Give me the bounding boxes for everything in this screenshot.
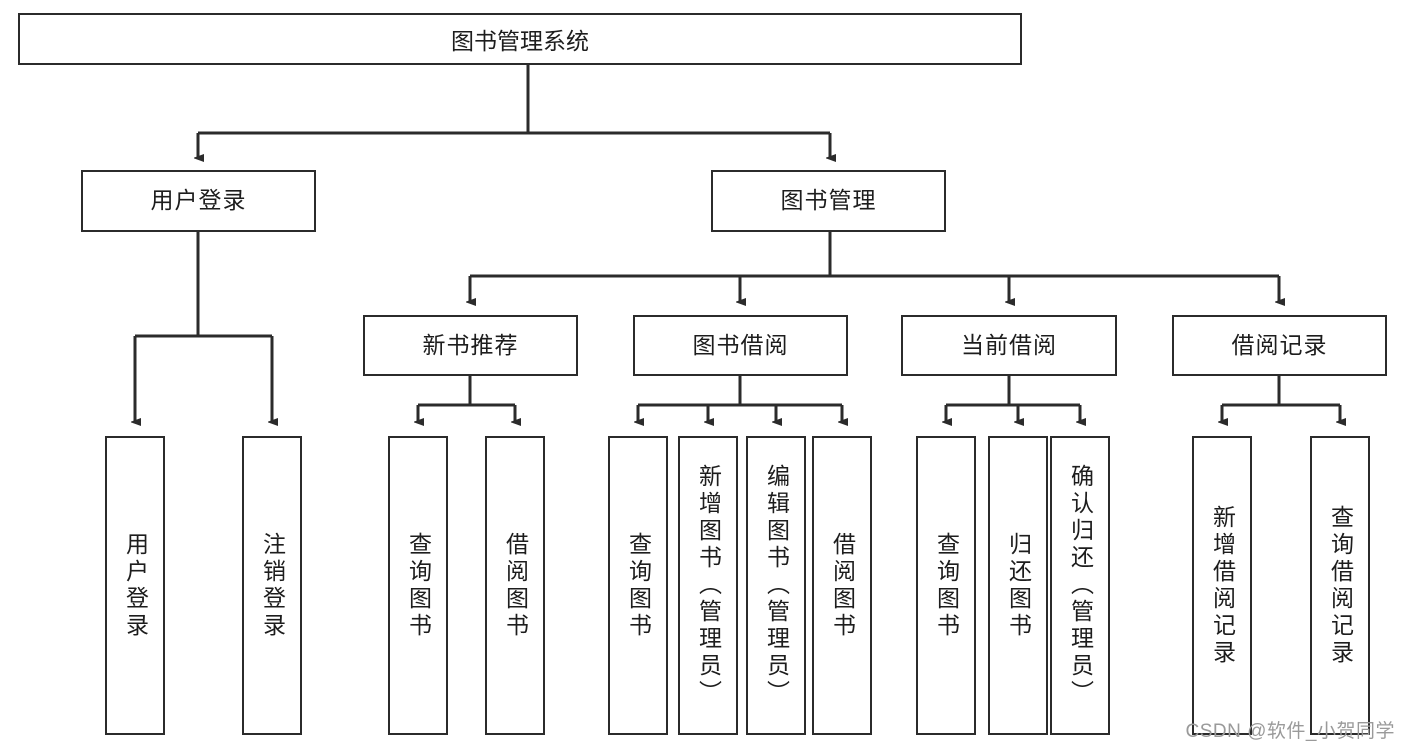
- node-label: 确认归还（管理员）: [1067, 464, 1094, 707]
- node-current-borrow[interactable]: 当前借阅: [901, 315, 1117, 376]
- node-leaf-logout-login[interactable]: 注销登录: [242, 436, 302, 735]
- node-book-management-system[interactable]: 图书管理系统: [18, 13, 1022, 65]
- node-label: 图书管理: [780, 187, 877, 214]
- node-label: 归还图书: [1005, 531, 1032, 640]
- node-label: 图书管理系统: [451, 28, 589, 54]
- node-user-login[interactable]: 用户登录: [81, 170, 316, 232]
- node-leaf-query-book-1[interactable]: 查询图书: [388, 436, 448, 735]
- node-leaf-borrow-book-2[interactable]: 借阅图书: [812, 436, 872, 735]
- node-label: 借阅记录: [1231, 331, 1328, 358]
- node-leaf-user-login[interactable]: 用户登录: [105, 436, 165, 735]
- node-leaf-query-borrow-record[interactable]: 查询借阅记录: [1310, 436, 1370, 735]
- node-label: 当前借阅: [961, 331, 1057, 358]
- node-label: 查询借阅记录: [1327, 504, 1354, 667]
- node-label: 查询图书: [933, 531, 960, 640]
- node-label: 借阅图书: [502, 531, 529, 640]
- node-leaf-add-borrow-record[interactable]: 新增借阅记录: [1192, 436, 1252, 735]
- node-label: 新增借阅记录: [1209, 504, 1236, 667]
- node-leaf-query-book-2[interactable]: 查询图书: [608, 436, 668, 735]
- node-book-borrow[interactable]: 图书借阅: [633, 315, 848, 376]
- node-label: 新书推荐: [422, 331, 519, 358]
- node-label: 查询图书: [405, 531, 432, 640]
- node-leaf-edit-book-admin[interactable]: 编辑图书（管理员）: [746, 436, 806, 735]
- node-leaf-add-book-admin[interactable]: 新增图书（管理员）: [678, 436, 738, 735]
- node-label: 新增图书（管理员）: [695, 464, 722, 707]
- watermark: CSDN @软件_小贺同学: [1185, 721, 1395, 742]
- node-new-book-recommend[interactable]: 新书推荐: [363, 315, 578, 376]
- node-leaf-borrow-book-1[interactable]: 借阅图书: [485, 436, 545, 735]
- node-leaf-return-book[interactable]: 归还图书: [988, 436, 1048, 735]
- node-label: 用户登录: [150, 187, 247, 214]
- node-label: 图书借阅: [692, 331, 789, 358]
- node-label: 用户登录: [122, 531, 149, 640]
- node-book-management[interactable]: 图书管理: [711, 170, 946, 232]
- node-label: 查询图书: [625, 531, 652, 640]
- node-label: 注销登录: [259, 531, 286, 640]
- node-label: 编辑图书（管理员）: [763, 464, 790, 707]
- node-label: 借阅图书: [829, 531, 856, 640]
- node-leaf-confirm-return-admin[interactable]: 确认归还（管理员）: [1050, 436, 1110, 735]
- node-leaf-query-book-3[interactable]: 查询图书: [916, 436, 976, 735]
- node-borrow-record[interactable]: 借阅记录: [1172, 315, 1387, 376]
